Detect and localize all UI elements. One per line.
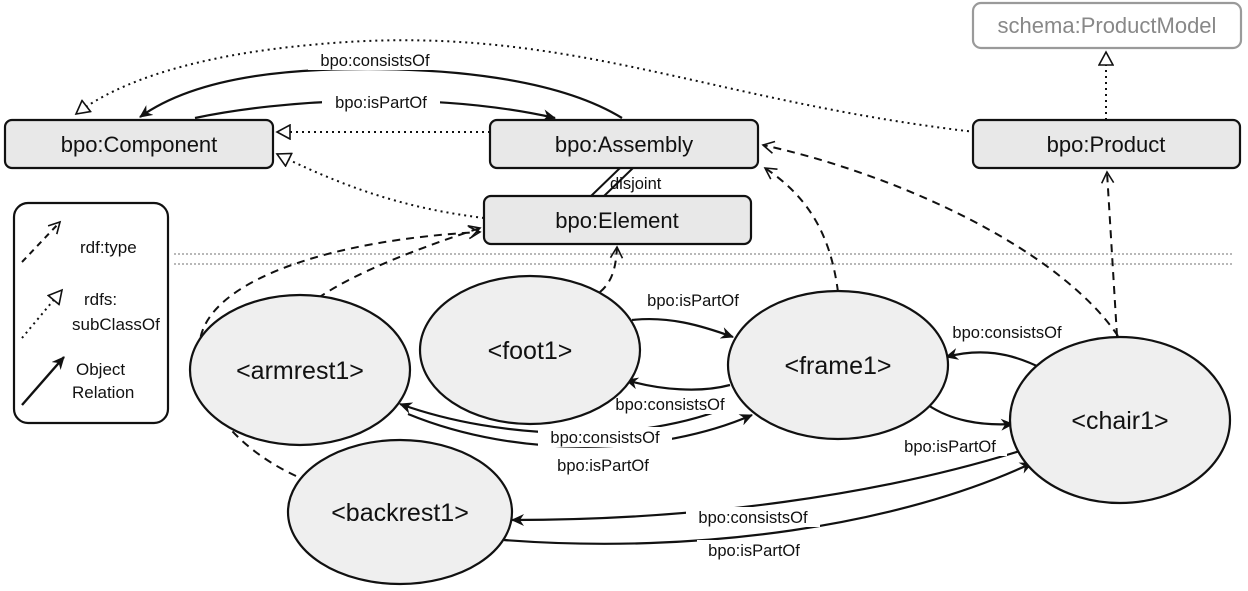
legend-object-label-1: Object (76, 360, 125, 379)
backrest-type-element (197, 225, 482, 477)
label-backrest-ispartof-chair: bpo:isPartOf (708, 542, 800, 560)
legend-rdf-type-arrow (21, 220, 62, 263)
instance-chair[interactable]: <chair1> (1008, 335, 1232, 505)
legend-subclassof-label-2: subClassOf (72, 315, 160, 334)
instance-backrest-label: <backrest1> (331, 499, 469, 527)
legend-subclassof-arrow (21, 290, 62, 339)
label-frame-consistsof-foot: bpo:consistsOf (615, 396, 725, 414)
legend-subclassof-label-1: rdfs: (84, 290, 117, 309)
foot-ispartof-frame-edge (631, 317, 734, 339)
instance-frame[interactable]: <frame1> (726, 289, 950, 441)
backrest-ispartof-chair-edge (503, 462, 1033, 545)
instance-armrest[interactable]: <armrest1> (188, 293, 412, 447)
frame-consistsof-foot-edge (625, 377, 731, 391)
legend-object-label-2: Relation (72, 383, 134, 402)
class-product[interactable]: bpo:Product (971, 118, 1242, 170)
instance-foot-label: <foot1> (488, 337, 573, 365)
chair-consistsof-backrest-edge (511, 448, 1024, 526)
class-assembly-label: bpo:Assembly (555, 132, 693, 157)
label-chair-consistsof-backrest: bpo:consistsOf (698, 509, 808, 527)
edge-labels: bpo:consistsOf bpo:isPartOf disjoint bpo… (308, 50, 1074, 560)
chair-consistsof-frame-edge (945, 348, 1044, 370)
frame-type-assembly (763, 167, 839, 293)
label-chair-consistsof-frame: bpo:consistsOf (952, 324, 1062, 342)
disjoint-line-b (602, 167, 634, 198)
armrest-type-element (317, 224, 482, 299)
class-assembly[interactable]: bpo:Assembly (488, 118, 760, 170)
label-component-ispartof-assembly: bpo:isPartOf (335, 94, 427, 112)
label-armrest-ispartof-frame: bpo:isPartOf (557, 457, 649, 475)
label-assembly-consistsof-component: bpo:consistsOf (320, 52, 430, 70)
class-element[interactable]: bpo:Element (482, 194, 753, 246)
instance-chair-label: <chair1> (1071, 407, 1168, 435)
instance-foot[interactable]: <foot1> (418, 274, 642, 426)
legend: rdf:type rdfs: subClassOf Object Relatio… (12, 201, 172, 427)
product-subclassof-component (76, 39, 976, 133)
instance-armrest-label: <armrest1> (236, 357, 364, 385)
disjoint-line-a (589, 167, 621, 198)
chair-type-assembly (761, 140, 1119, 337)
legend-object-relation-arrow (21, 356, 65, 406)
label-disjoint: disjoint (610, 175, 662, 193)
label-frame-consistsof-armrest: bpo:consistsOf (550, 429, 660, 447)
class-component-label: bpo:Component (61, 132, 218, 157)
class-product-label: bpo:Product (1047, 132, 1166, 157)
legend-rdf-type-label: rdf:type (80, 238, 137, 257)
class-product-model[interactable]: schema:ProductModel (971, 1, 1243, 50)
label-frame-ispartof-chair: bpo:isPartOf (904, 438, 996, 456)
frame-ispartof-chair-edge (927, 404, 1014, 431)
class-product-model-label: schema:ProductModel (998, 13, 1217, 38)
instance-frame-label: <frame1> (784, 352, 891, 380)
class-component[interactable]: bpo:Component (3, 118, 275, 170)
class-element-label: bpo:Element (555, 208, 679, 233)
element-subclassof-component (277, 154, 485, 219)
foot-type-element (599, 245, 624, 293)
label-foot-ispartof-frame: bpo:isPartOf (647, 292, 739, 310)
instance-backrest[interactable]: <backrest1> (286, 438, 514, 586)
